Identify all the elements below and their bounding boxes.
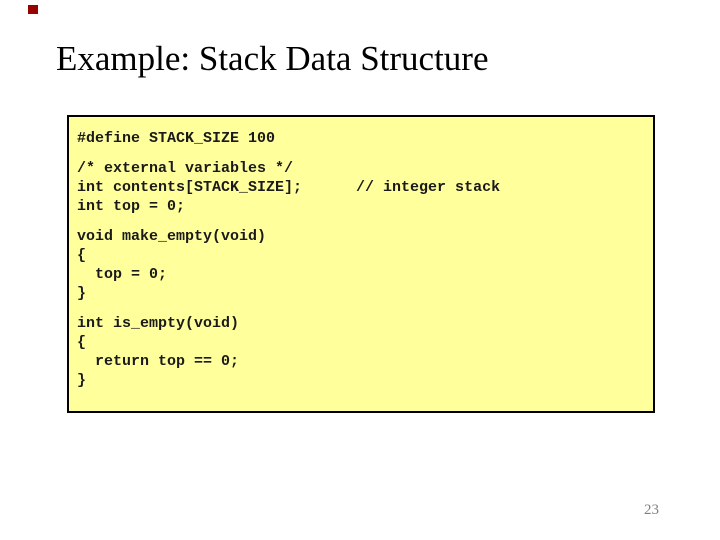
code-block: int is_empty(void) { return top == 0; } <box>77 315 240 389</box>
slide-accent-mark <box>28 5 38 14</box>
code-block: #define STACK_SIZE 100 <box>77 130 276 147</box>
slide-title: Example: Stack Data Structure <box>56 39 489 78</box>
code-block: /* external variables */ int contents[ST… <box>77 160 501 215</box>
code-block: void make_empty(void) { top = 0; } <box>77 228 267 302</box>
code-box: #define STACK_SIZE 100 /* external variab… <box>67 115 655 413</box>
page-number: 23 <box>644 502 659 518</box>
